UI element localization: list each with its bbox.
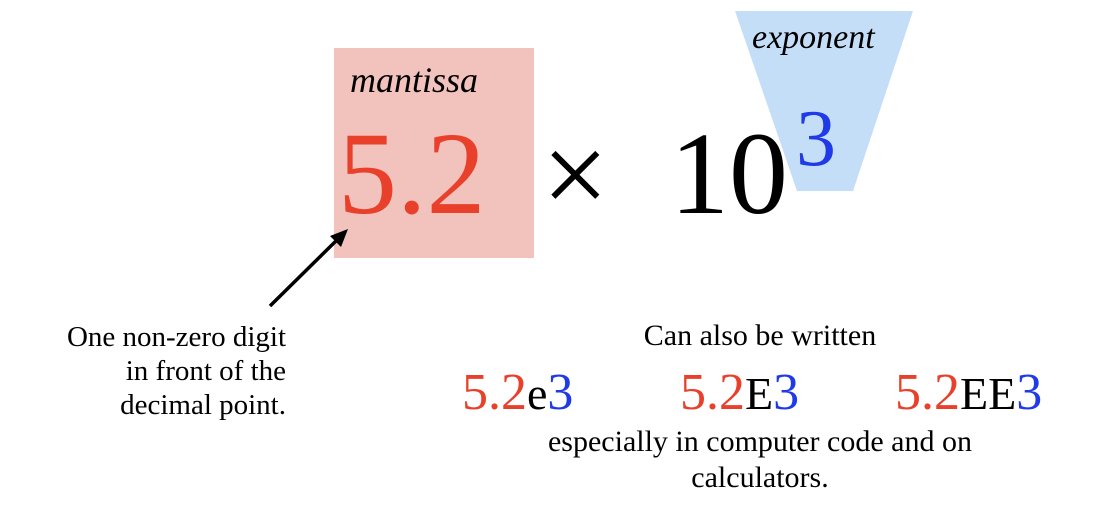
notation-mantissa: 5.2 (680, 364, 745, 421)
base-ten: 10 (670, 108, 788, 239)
mantissa-box (334, 48, 534, 258)
usage-text: especially in computer code and on calcu… (480, 424, 1040, 496)
arrow-head (330, 229, 348, 247)
notation-mantissa: 5.2 (462, 364, 527, 421)
exponent-value: 3 (796, 95, 836, 183)
notation-letters: e (527, 368, 548, 419)
notation-lowercase-e: 5.2e3 (462, 364, 573, 423)
note-left-line-1: One non-zero digit (66, 321, 286, 353)
note-left: One non-zero digit in front of the decim… (8, 320, 286, 422)
exponent-wedge-shape (735, 11, 913, 191)
notation-exponent: 3 (1016, 364, 1043, 421)
notation-letters: EE (960, 368, 1017, 419)
exponent-label: exponent (752, 19, 875, 56)
exponent-wedge (735, 11, 913, 191)
mantissa-value: 5.2 (338, 108, 486, 239)
note-left-line-2: in front of the (125, 355, 286, 387)
usage-line-2: calculators. (691, 461, 829, 494)
arrow-shaft (268, 235, 342, 308)
notation-double-e: 5.2EE3 (895, 364, 1042, 423)
times-sign: × (542, 109, 609, 240)
notation-exponent: 3 (773, 364, 800, 421)
usage-line-1: especially in computer code and on (547, 425, 972, 458)
notation-mantissa: 5.2 (895, 364, 960, 421)
notation-letters: E (745, 368, 774, 419)
notation-uppercase-e: 5.2E3 (680, 364, 799, 423)
mantissa-label: mantissa (350, 60, 479, 100)
notation-exponent: 3 (547, 364, 574, 421)
arrow-icon (268, 229, 348, 308)
note-left-line-3: decimal point. (120, 389, 286, 421)
alternatives-heading: Can also be written (643, 319, 877, 352)
